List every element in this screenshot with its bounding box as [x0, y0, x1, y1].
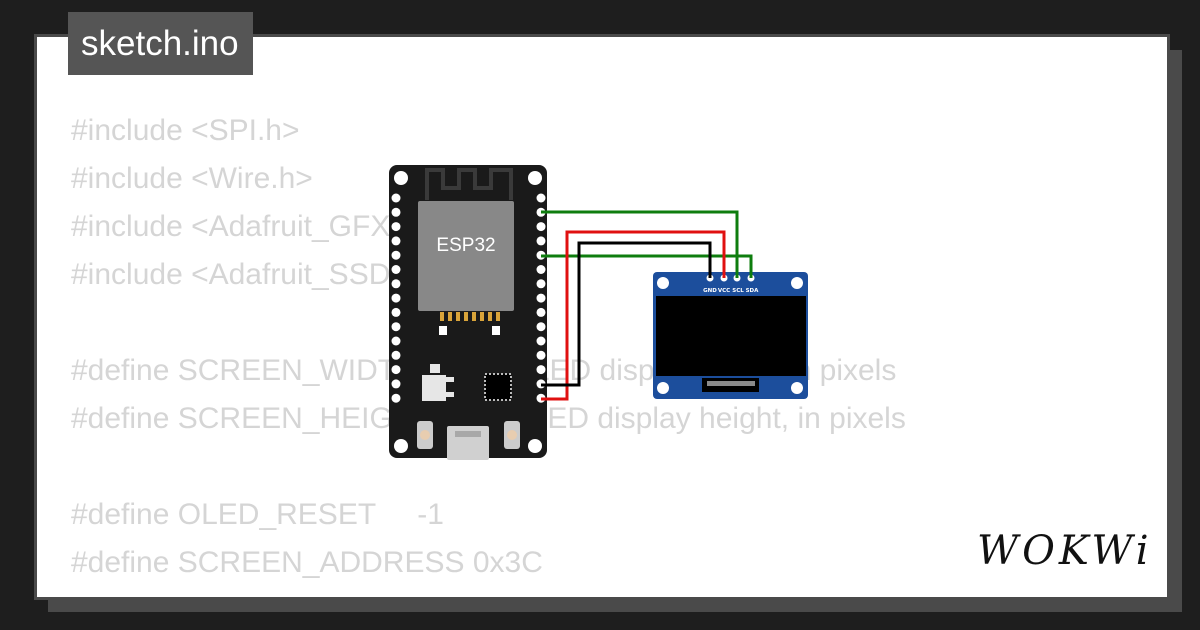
- esp32-board[interactable]: ESP32: [389, 165, 547, 460]
- module-pads: [440, 312, 500, 321]
- wokwi-logo: WOKWi: [977, 528, 1153, 574]
- header-pin[interactable]: [536, 222, 546, 232]
- header-pin[interactable]: [391, 379, 401, 389]
- header-pin[interactable]: [391, 350, 401, 360]
- header-pin[interactable]: [391, 193, 401, 203]
- pin-label-vcc: VCC: [718, 288, 730, 294]
- header-pin[interactable]: [391, 265, 401, 274]
- header-pin[interactable]: [391, 336, 401, 346]
- voltage-regulator: [422, 375, 446, 401]
- wire-vcc[interactable]: [541, 230, 726, 401]
- header-pin[interactable]: [536, 193, 546, 203]
- mount-hole: [394, 171, 408, 185]
- pin-label-sda: SDA: [746, 288, 760, 294]
- smd-part: [439, 326, 447, 335]
- header-pin[interactable]: [536, 236, 546, 246]
- mount-hole: [528, 171, 542, 185]
- usb-chip: [484, 373, 512, 401]
- code-line: #define SCREEN_ADDRESS 0x3C: [71, 546, 543, 579]
- header-pin[interactable]: [536, 279, 546, 289]
- header-pin[interactable]: [391, 393, 401, 403]
- header-pin[interactable]: [536, 336, 546, 346]
- pin-label-scl: SCL: [732, 288, 744, 294]
- header-pin[interactable]: [391, 236, 401, 246]
- code-line: Adafruit_SSD1306 display(SCREEN_WIDTH, S…: [71, 587, 1167, 597]
- header-pin[interactable]: [391, 250, 401, 260]
- header-pin[interactable]: [536, 265, 546, 274]
- button-cap: [420, 430, 430, 440]
- regulator-pin: [446, 377, 454, 382]
- mount-hole: [528, 439, 542, 453]
- usb-port: [455, 431, 481, 437]
- smd-part: [492, 326, 500, 335]
- pin-label-gnd: GND: [703, 288, 717, 294]
- code-line: #include <SPI.h>: [71, 114, 300, 147]
- header-pin[interactable]: [391, 207, 401, 217]
- wire-gnd[interactable]: [541, 241, 712, 387]
- header-pin[interactable]: [391, 307, 401, 317]
- header-pin[interactable]: [391, 322, 401, 332]
- left-pin-header: [391, 193, 401, 403]
- header-pin[interactable]: [391, 365, 401, 375]
- header-pin[interactable]: [391, 293, 401, 303]
- mount-hole: [657, 382, 669, 394]
- oled-ribbon-strip: [707, 381, 755, 386]
- mount-hole: [657, 277, 669, 289]
- mount-hole: [791, 277, 803, 289]
- right-pin-header: [536, 193, 546, 403]
- header-pin[interactable]: [391, 222, 401, 232]
- regulator-pin: [446, 392, 454, 397]
- wire-sda[interactable]: [541, 254, 753, 278]
- file-tab[interactable]: sketch.ino: [68, 12, 253, 75]
- header-pin[interactable]: [536, 365, 546, 375]
- code-line: #include <Wire.h>: [71, 162, 313, 195]
- preview-card: #include <SPI.h>#include <Wire.h>#includ…: [34, 34, 1170, 600]
- esp32-label: ESP32: [436, 235, 495, 256]
- oled-display[interactable]: GND VCC SCL SDA: [653, 272, 808, 399]
- header-pin[interactable]: [391, 279, 401, 289]
- oled-screen: [656, 296, 806, 376]
- esp32-module: [418, 201, 514, 311]
- header-pin[interactable]: [536, 293, 546, 303]
- header-pin[interactable]: [536, 322, 546, 332]
- wire-scl[interactable]: [541, 210, 739, 278]
- button-cap: [507, 430, 517, 440]
- antenna-icon: [425, 168, 513, 200]
- header-pin[interactable]: [536, 307, 546, 317]
- header-pin[interactable]: [536, 350, 546, 360]
- mount-hole: [791, 382, 803, 394]
- mount-hole: [394, 439, 408, 453]
- regulator-tab: [430, 364, 440, 373]
- code-line: #define OLED_RESET -1: [71, 498, 444, 531]
